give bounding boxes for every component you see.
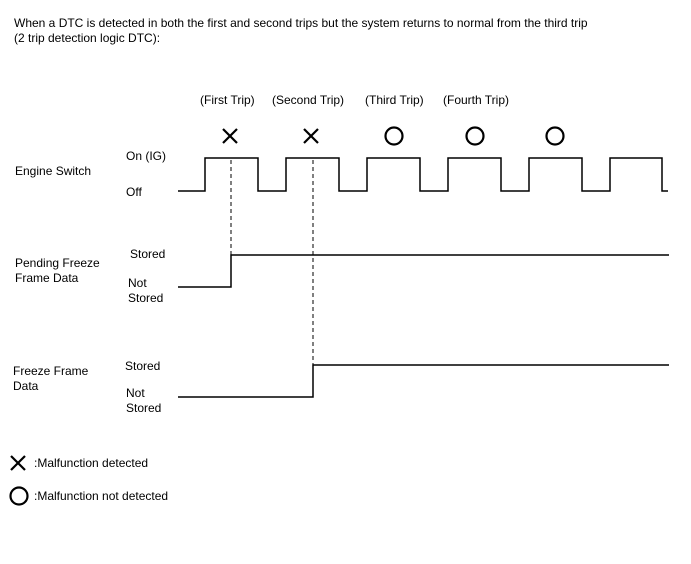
legend-circle-label: :Malfunction not detected (34, 489, 169, 503)
engine-switch-waveform (178, 157, 668, 192)
engine-switch-on-label: On (IG) (126, 149, 167, 163)
pending-freeze-label-2: Frame Data (15, 271, 79, 285)
engine-switch-label: Engine Switch (15, 164, 92, 178)
pending-not-stored-label-2: Stored (128, 291, 164, 305)
freeze-not-stored-label-1: Not (126, 386, 145, 400)
legend-circle-icon (9, 486, 29, 506)
header-line-2: (2 trip detection logic DTC): (14, 31, 161, 45)
legend-cross-label: :Malfunction detected (34, 456, 149, 470)
trip-marks (222, 126, 565, 146)
legend-cross-icon (10, 455, 26, 471)
freeze-not-stored-label-2: Stored (126, 401, 162, 415)
pending-freeze-waveform (178, 254, 669, 288)
trip-label-first: (First Trip) (200, 93, 255, 107)
header-line-1: When a DTC is detected in both the first… (14, 16, 588, 30)
trip-label-second: (Second Trip) (272, 93, 345, 107)
trip-label-third: (Third Trip) (365, 93, 424, 107)
cross-icon (303, 128, 319, 144)
freeze-stored-label: Stored (125, 359, 161, 373)
freeze-frame-label-1: Freeze Frame (13, 364, 89, 378)
pending-not-stored-label-1: Not (128, 276, 147, 290)
pending-stored-label: Stored (130, 247, 166, 261)
pending-freeze-label-1: Pending Freeze (15, 256, 100, 270)
trip-label-fourth: (Fourth Trip) (443, 93, 510, 107)
freeze-frame-waveform (178, 364, 669, 398)
freeze-frame-label-2: Data (13, 379, 39, 393)
engine-switch-off-label: Off (126, 185, 142, 199)
cross-icon (222, 128, 238, 144)
circle-icon (384, 126, 404, 146)
circle-icon (465, 126, 485, 146)
circle-icon (545, 126, 565, 146)
